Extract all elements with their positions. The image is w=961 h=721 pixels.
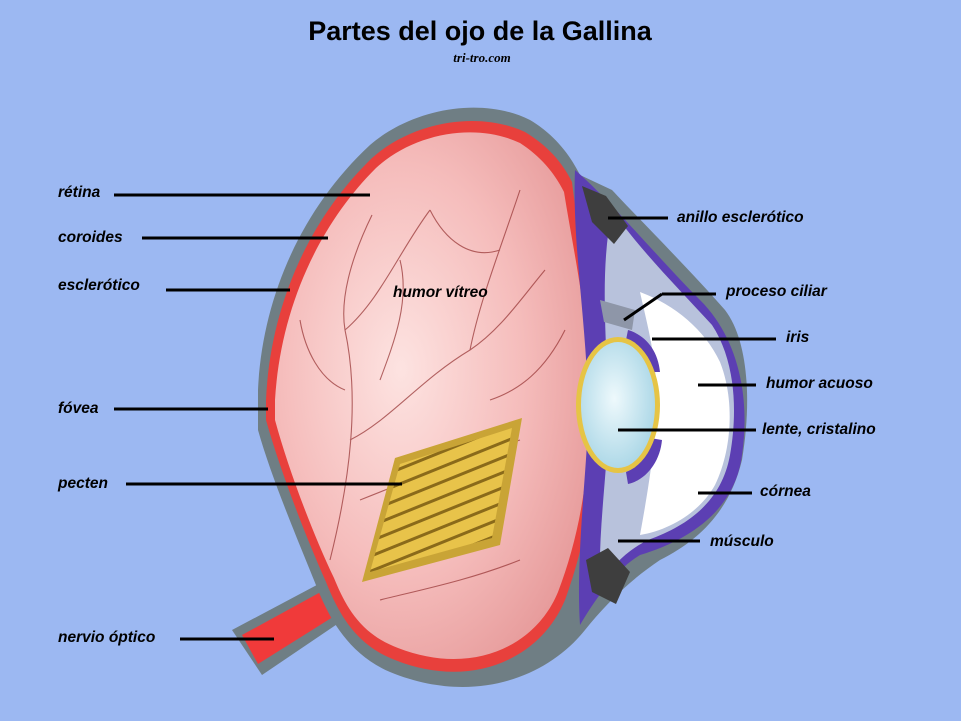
lens-core — [581, 342, 655, 468]
label-coroides: coroides — [58, 229, 123, 246]
leader-proceso-ciliar — [623, 292, 663, 322]
vitreous-body — [275, 132, 590, 659]
label-musculo: músculo — [710, 533, 774, 550]
label-lente-cristalino: lente, cristalino — [762, 421, 876, 438]
label-humor-vitreo: humor vítreo — [393, 284, 488, 301]
label-proceso-ciliar: proceso ciliar — [725, 283, 828, 300]
label-iris: iris — [786, 329, 810, 346]
label-pecten: pecten — [57, 475, 108, 492]
page-subtitle: tri-tro.com — [453, 50, 510, 65]
retinal-vessels — [299, 189, 566, 601]
label-nervio-optico: nervio óptico — [58, 629, 155, 646]
label-retina: rétina — [58, 184, 101, 201]
pecten — [362, 418, 522, 582]
label-fovea: fóvea — [58, 400, 99, 417]
page-title: Partes del ojo de la Gallina — [308, 16, 653, 46]
label-esclerotico: esclerótico — [58, 277, 140, 294]
label-humor-acuoso: humor acuoso — [766, 375, 873, 392]
label-cornea: córnea — [760, 483, 811, 500]
label-anillo-esclerotico: anillo esclerótico — [677, 209, 804, 226]
